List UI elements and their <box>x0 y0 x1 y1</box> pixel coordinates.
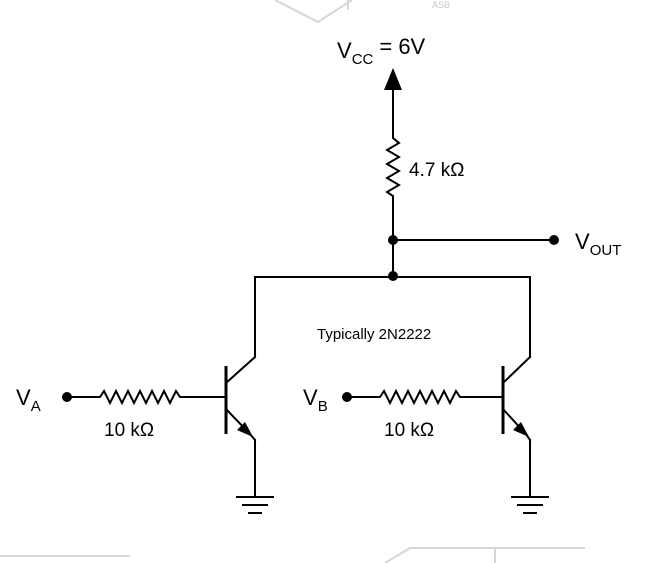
output-terminal: VOUT <box>392 229 621 259</box>
pullup-resistor-value: 4.7 kΩ <box>409 160 464 181</box>
input-a-resistor-value: 10 kΩ <box>104 420 154 441</box>
transistor-a-collector <box>224 355 257 385</box>
background-artifacts: ASB <box>0 0 585 563</box>
ground-b-icon <box>511 496 549 514</box>
transistor-b <box>501 355 532 497</box>
transistor-a <box>224 355 257 497</box>
transistor-b-emitter-arrow-icon <box>513 422 529 437</box>
watermark-text: ASB <box>432 0 450 10</box>
vcc-supply: VCC= 6V <box>337 34 426 129</box>
input-b-resistor-value: 10 kΩ <box>384 420 434 441</box>
vcc-label: VCC= 6V <box>337 34 426 68</box>
input-a-resistor <box>66 388 227 406</box>
collector-bus <box>254 276 531 358</box>
input-a-label: VA <box>16 385 41 415</box>
ground-a-icon <box>236 496 274 514</box>
transistor-a-emitter-arrow-icon <box>237 422 253 437</box>
input-a: VA 10 kΩ <box>16 385 227 441</box>
pullup-resistor: 4.7 kΩ <box>385 127 464 206</box>
input-b-resistor <box>346 388 504 406</box>
vcc-arrow-icon <box>384 68 402 90</box>
output-terminal-dot <box>549 235 559 245</box>
transistor-note: Typically 2N2222 <box>317 326 431 343</box>
vout-label: VOUT <box>575 229 621 259</box>
input-b: VB 10 kΩ <box>303 385 504 441</box>
transistor-b-collector <box>501 355 532 385</box>
input-b-label: VB <box>303 385 328 415</box>
pullup-resistor-zigzag <box>385 127 401 206</box>
